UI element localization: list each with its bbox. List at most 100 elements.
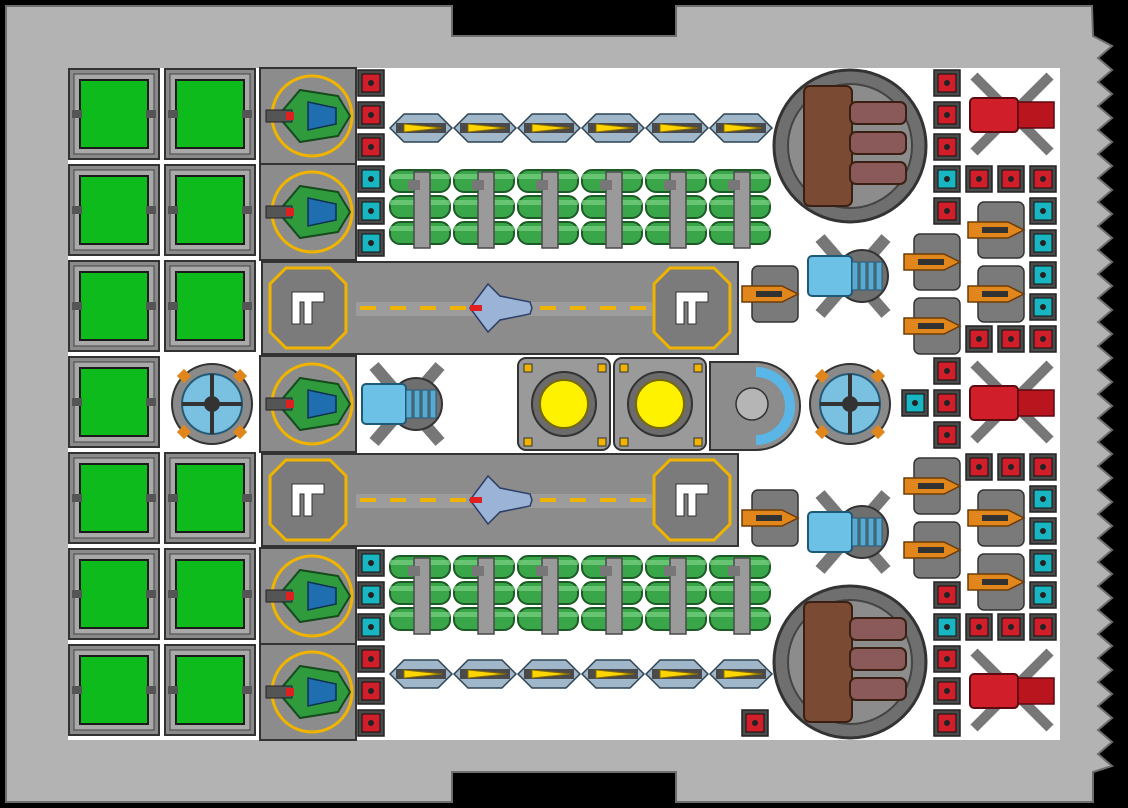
red-connector-module[interactable] xyxy=(933,677,961,705)
cyan-connector-module[interactable] xyxy=(1029,485,1057,513)
laser-cannon[interactable] xyxy=(644,113,710,143)
cyan-connector-module[interactable] xyxy=(357,229,385,257)
green-engine-module[interactable] xyxy=(259,547,357,645)
missile-launcher[interactable] xyxy=(967,553,1026,611)
fuel-tank-bank[interactable] xyxy=(389,555,771,635)
red-connector-module[interactable] xyxy=(933,389,961,417)
hangar-runway[interactable] xyxy=(261,453,739,547)
cyan-connector-module[interactable] xyxy=(357,613,385,641)
green-engine-module[interactable] xyxy=(259,163,357,261)
red-connector-module[interactable] xyxy=(357,69,385,97)
storage-container[interactable] xyxy=(68,644,160,736)
storage-container[interactable] xyxy=(164,68,256,160)
yellow-reactor[interactable] xyxy=(613,357,707,451)
red-heavy-cannon[interactable] xyxy=(969,360,1055,444)
red-connector-module[interactable] xyxy=(933,69,961,97)
storage-container[interactable] xyxy=(164,452,256,544)
cyan-connector-module[interactable] xyxy=(357,549,385,577)
cyan-connector-module[interactable] xyxy=(933,613,961,641)
laser-cannon[interactable] xyxy=(452,113,518,143)
red-heavy-cannon[interactable] xyxy=(969,72,1055,156)
rotary-turret[interactable] xyxy=(809,363,891,445)
red-connector-module[interactable] xyxy=(357,101,385,129)
cyan-connector-module[interactable] xyxy=(357,581,385,609)
hangar-runway[interactable] xyxy=(261,261,739,355)
red-connector-module[interactable] xyxy=(1029,325,1057,353)
storage-container[interactable] xyxy=(164,548,256,640)
laser-cannon[interactable] xyxy=(516,659,582,689)
laser-cannon[interactable] xyxy=(708,113,774,143)
cyan-connector-module[interactable] xyxy=(357,165,385,193)
red-connector-module[interactable] xyxy=(965,453,993,481)
storage-container[interactable] xyxy=(68,548,160,640)
red-connector-module[interactable] xyxy=(933,357,961,385)
gatling-turret[interactable] xyxy=(361,362,445,446)
storage-container[interactable] xyxy=(68,452,160,544)
red-connector-module[interactable] xyxy=(997,453,1025,481)
red-connector-module[interactable] xyxy=(1029,453,1057,481)
cyan-connector-module[interactable] xyxy=(1029,549,1057,577)
storage-container[interactable] xyxy=(164,644,256,736)
laser-cannon[interactable] xyxy=(516,113,582,143)
red-connector-module[interactable] xyxy=(933,197,961,225)
green-engine-module[interactable] xyxy=(259,355,357,453)
red-connector-module[interactable] xyxy=(357,677,385,705)
missile-launcher[interactable] xyxy=(967,201,1026,259)
rotary-turret[interactable] xyxy=(171,363,253,445)
laser-cannon[interactable] xyxy=(580,659,646,689)
cyan-connector-module[interactable] xyxy=(1029,261,1057,289)
missile-launcher[interactable] xyxy=(741,489,800,547)
missile-launcher[interactable] xyxy=(967,489,1026,547)
missile-launcher[interactable] xyxy=(903,521,962,579)
red-connector-module[interactable] xyxy=(357,645,385,673)
red-connector-module[interactable] xyxy=(933,709,961,737)
red-connector-module[interactable] xyxy=(741,709,769,737)
yellow-reactor[interactable] xyxy=(517,357,611,451)
red-connector-module[interactable] xyxy=(997,165,1025,193)
red-connector-module[interactable] xyxy=(1029,165,1057,193)
laser-cannon[interactable] xyxy=(388,659,454,689)
red-connector-module[interactable] xyxy=(965,325,993,353)
cyan-connector-module[interactable] xyxy=(357,197,385,225)
laser-cannon[interactable] xyxy=(708,659,774,689)
cyan-connector-module[interactable] xyxy=(1029,197,1057,225)
red-connector-module[interactable] xyxy=(965,165,993,193)
red-connector-module[interactable] xyxy=(933,645,961,673)
storage-container[interactable] xyxy=(68,164,160,256)
red-connector-module[interactable] xyxy=(933,101,961,129)
docked-fighter[interactable] xyxy=(469,282,533,334)
missile-launcher[interactable] xyxy=(903,457,962,515)
red-heavy-cannon[interactable] xyxy=(969,648,1055,732)
cyan-connector-module[interactable] xyxy=(933,165,961,193)
fuel-tank-bank[interactable] xyxy=(389,169,771,249)
command-core[interactable] xyxy=(709,361,801,451)
missile-launcher[interactable] xyxy=(967,265,1026,323)
storage-container[interactable] xyxy=(68,68,160,160)
storage-container[interactable] xyxy=(68,356,160,448)
heavy-cannon-turret[interactable] xyxy=(772,584,928,740)
red-connector-module[interactable] xyxy=(933,133,961,161)
laser-cannon[interactable] xyxy=(388,113,454,143)
cyan-connector-module[interactable] xyxy=(1029,229,1057,257)
storage-container[interactable] xyxy=(164,164,256,256)
storage-container[interactable] xyxy=(164,260,256,352)
cyan-connector-module[interactable] xyxy=(1029,293,1057,321)
laser-cannon[interactable] xyxy=(580,113,646,143)
heavy-cannon-turret[interactable] xyxy=(772,68,928,224)
missile-launcher[interactable] xyxy=(903,297,962,355)
red-connector-module[interactable] xyxy=(997,325,1025,353)
laser-cannon[interactable] xyxy=(644,659,710,689)
storage-container[interactable] xyxy=(68,260,160,352)
laser-cannon[interactable] xyxy=(452,659,518,689)
red-connector-module[interactable] xyxy=(965,613,993,641)
green-engine-module[interactable] xyxy=(259,643,357,741)
gatling-turret[interactable] xyxy=(807,490,891,574)
docked-fighter[interactable] xyxy=(469,474,533,526)
cyan-connector-module[interactable] xyxy=(901,389,929,417)
missile-launcher[interactable] xyxy=(903,233,962,291)
red-connector-module[interactable] xyxy=(1029,613,1057,641)
red-connector-module[interactable] xyxy=(997,613,1025,641)
red-connector-module[interactable] xyxy=(933,581,961,609)
cyan-connector-module[interactable] xyxy=(1029,581,1057,609)
